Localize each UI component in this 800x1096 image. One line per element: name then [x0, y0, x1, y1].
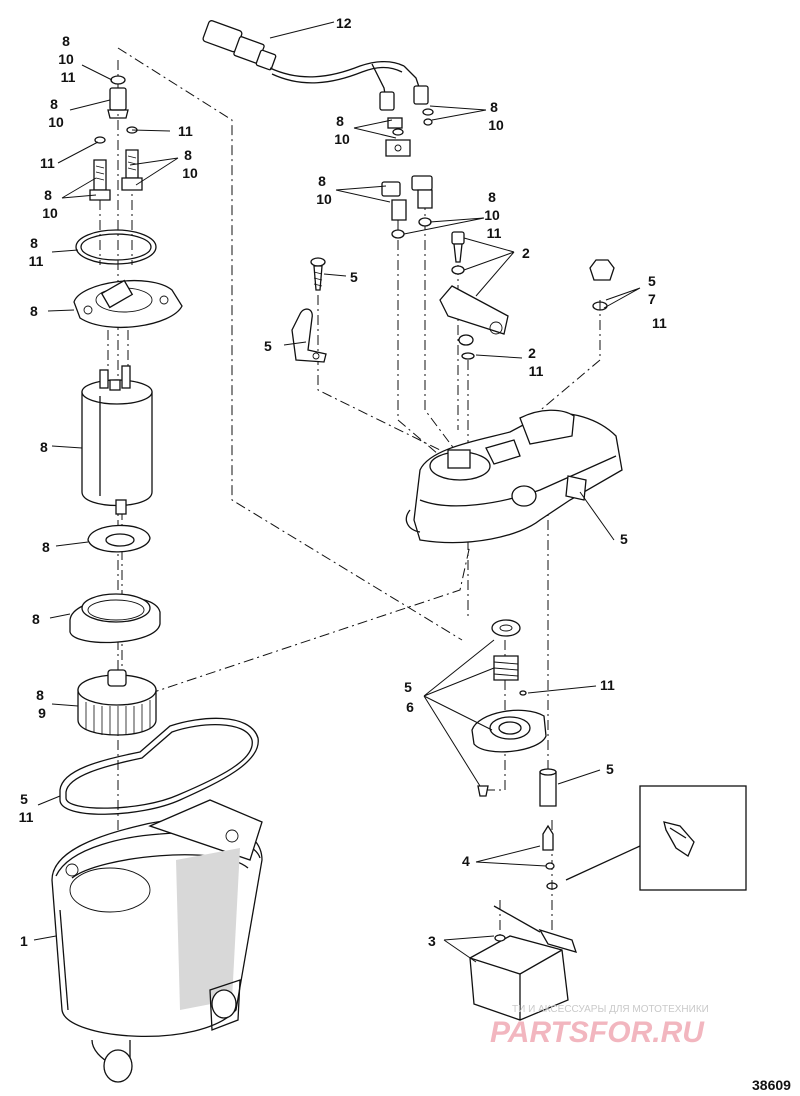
callout-8-9: 8 9 — [36, 687, 48, 721]
callout-5-6: 5 6 — [404, 679, 416, 715]
callout-11: 11 — [178, 123, 193, 139]
callout-8-10: 8 10 — [42, 187, 58, 221]
callout-8-10-11: 8 10 11 — [484, 189, 503, 241]
callout-8-10: 8 10 — [182, 147, 198, 181]
module-housing — [405, 409, 623, 544]
callout-2-11: 2 11 — [528, 345, 543, 379]
callout-5: 5 — [350, 269, 358, 285]
watermark-logo: PARTSFOR.RU — [490, 1016, 705, 1049]
terminal-group — [381, 108, 434, 239]
callout-8: 8 — [40, 439, 48, 455]
float-assembly — [469, 905, 578, 1021]
watermark-tagline: ТИ И АКСЕССУАРЫ ДЛЯ МОТОТЕХНИКИ — [512, 1004, 709, 1015]
callout-8-10: 8 10 — [488, 99, 504, 133]
callout-8: 8 — [32, 611, 40, 627]
diaphragm-parts — [471, 619, 547, 797]
callout-5-7-11: 5 7 11 — [648, 273, 667, 331]
mounting-plate — [73, 279, 183, 329]
callout-11: 11 — [600, 677, 615, 693]
pump-base — [69, 593, 161, 644]
callout-5: 5 — [620, 531, 628, 547]
callout-8-11: 8 11 — [29, 235, 44, 269]
wire-harness — [202, 20, 429, 111]
o-ring-large — [75, 229, 157, 265]
screw-5 — [310, 257, 326, 291]
callout-8: 8 — [42, 539, 50, 555]
bracket-clip — [291, 308, 327, 363]
callout-8-10: 8 10 — [334, 113, 350, 147]
watermark: ТИ И АКСЕССУАРЫ ДЛЯ МОТОТЕХНИКИ PARTSFOR… — [490, 1004, 709, 1049]
left-studs — [89, 126, 143, 201]
bowl-gasket — [59, 717, 259, 815]
callout-11: 11 — [40, 155, 55, 171]
callout-labels: 12 8 10 11 8 10 11 11 8 10 8 10 8 11 8 8… — [19, 15, 667, 949]
callout-8: 8 — [30, 303, 38, 319]
callout-8-10: 8 10 — [316, 173, 332, 207]
callout-5: 5 — [264, 338, 272, 354]
top-nut-assembly — [107, 75, 129, 119]
cap-5 — [589, 259, 615, 311]
screw-2 — [451, 231, 465, 275]
leader-lines — [33, 21, 641, 963]
fuel-pump — [81, 365, 153, 515]
callout-8-10: 8 10 — [48, 96, 64, 130]
callout-5: 5 — [606, 761, 614, 777]
valve-parts — [539, 768, 558, 890]
callout-4: 4 — [462, 853, 470, 869]
figure-number: 38609 — [752, 1077, 791, 1093]
callout-12: 12 — [336, 15, 352, 31]
fuel-bowl — [51, 799, 263, 1083]
callout-3: 3 — [428, 933, 436, 949]
callout-2: 2 — [522, 245, 530, 261]
callout-5-11: 5 11 — [19, 791, 34, 825]
callout-1: 1 — [20, 933, 28, 949]
fuel-filter — [77, 669, 157, 736]
inset-box — [565, 785, 747, 891]
retainer-clip — [87, 524, 151, 553]
fitting-2 — [439, 285, 509, 360]
callout-8-10-11: 8 10 11 — [58, 33, 77, 85]
